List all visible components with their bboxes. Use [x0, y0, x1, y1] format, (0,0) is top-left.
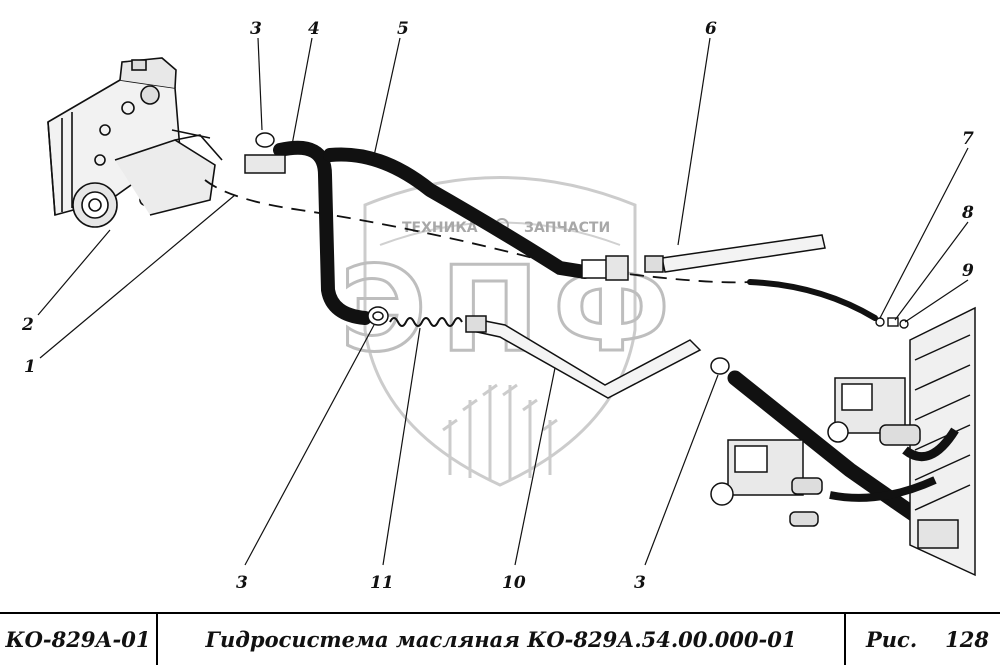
callout-8: 8	[961, 203, 974, 223]
pipe-10	[465, 315, 702, 399]
valve-block-assembly	[710, 306, 976, 577]
callout-9: 9	[962, 261, 974, 281]
callout-4: 4	[308, 19, 320, 39]
hose-4	[273, 140, 372, 325]
model-code: КО-829А-01	[0, 614, 158, 665]
callout-2: 2	[21, 315, 34, 335]
fittings-7-8-9	[875, 317, 909, 329]
drawing-title: Гидросистема масляная КО-829А.54.00.000-…	[158, 614, 846, 665]
wheat-icon	[442, 383, 558, 480]
callout-1: 1	[24, 357, 36, 377]
fitting-hose-5	[581, 255, 629, 281]
callout-7: 7	[962, 129, 974, 149]
callout-11: 11	[370, 573, 394, 593]
hose-5	[323, 147, 592, 279]
leader-lines	[37, 37, 969, 566]
title-block: КО-829А-01 Гидросистема масляная КО-829А…	[0, 612, 1000, 665]
clamp-3-middle	[367, 306, 389, 326]
figure-number: 128	[945, 627, 990, 652]
figure-label: Рис.	[866, 627, 918, 652]
callout-3-top: 3	[250, 19, 262, 39]
watermark-text-left: ТЕХНИКА	[402, 220, 478, 236]
pump-assembly	[47, 57, 223, 228]
watermark-text-right: ЗАПЧАСТИ	[524, 220, 610, 236]
figure-reference: Рис. 128	[846, 614, 1000, 665]
routing-dashed-line	[204, 179, 751, 284]
clamp-3-lower	[710, 357, 730, 375]
clamp-3-upper	[244, 132, 286, 174]
callout-5: 5	[397, 19, 409, 39]
callout-labels: 1 2 3 4 5 6 7 8 9 3 11 10 3	[21, 19, 974, 593]
callout-6: 6	[705, 19, 717, 39]
callout-3-left: 3	[236, 573, 248, 593]
spring-11	[389, 317, 463, 327]
hose-right-upper	[747, 279, 878, 321]
callout-10: 10	[502, 573, 526, 593]
hydraulic-system-diagram: ТЕХНИКА ЗАПЧАСТИ ЭПФ	[21, 19, 976, 593]
callout-3-right: 3	[634, 573, 646, 593]
hose-lower	[727, 370, 933, 530]
tube-6	[644, 234, 826, 273]
